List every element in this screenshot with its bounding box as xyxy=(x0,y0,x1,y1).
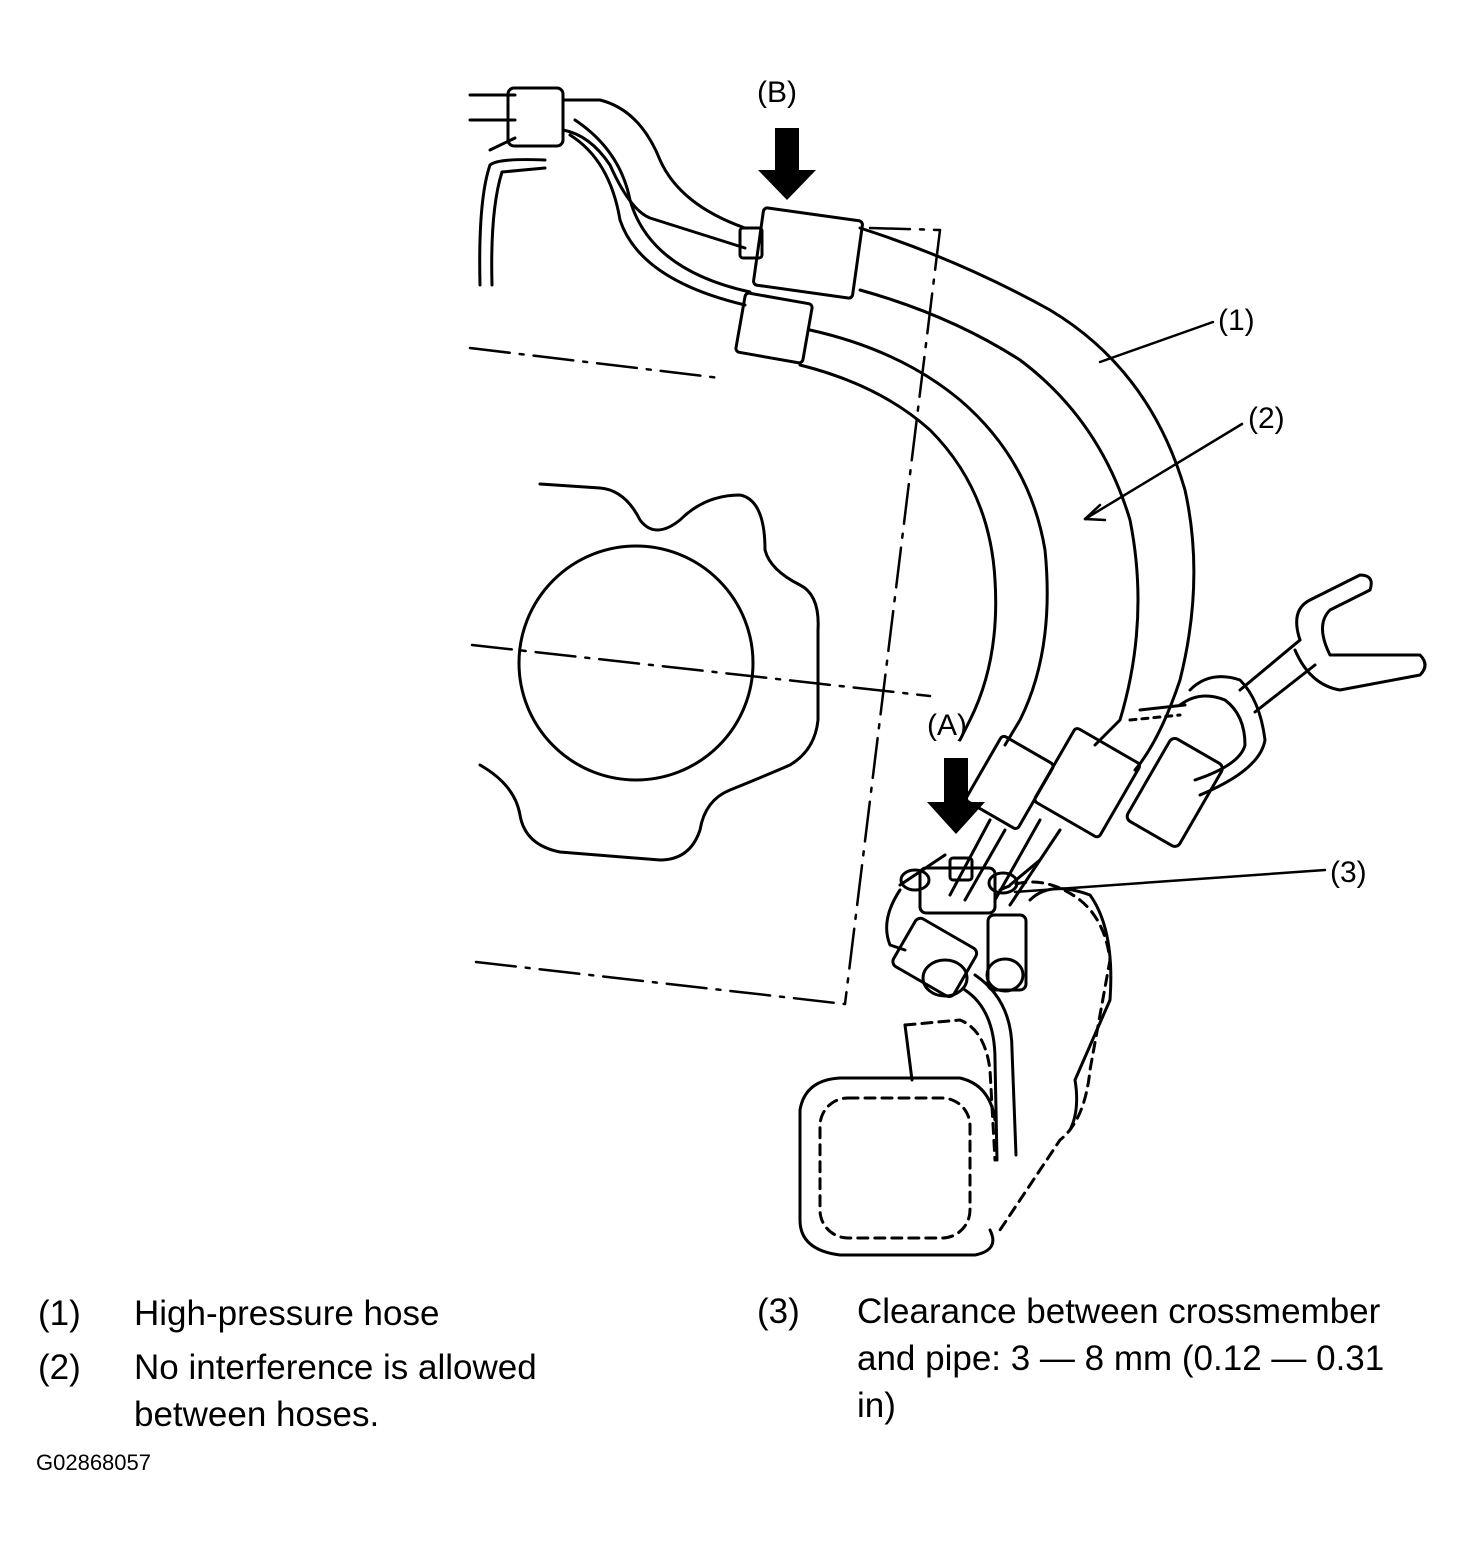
callout-2: (2) xyxy=(1248,402,1285,435)
pulley xyxy=(517,544,755,782)
crossmember xyxy=(798,880,1113,1257)
legend-text-2-line1: No interference is allowed xyxy=(134,1348,537,1387)
leader-lines xyxy=(1013,320,1327,894)
hose-fitting-upper xyxy=(752,206,864,300)
clamp-bracket xyxy=(918,866,997,915)
legend-num-3: (3) xyxy=(757,1292,800,1331)
engine-outline xyxy=(468,226,942,1006)
legend-item-3: (3) Clearance between crossmember and pi… xyxy=(757,1288,1457,1438)
pulley-bracket xyxy=(478,482,820,862)
leader-1 xyxy=(1098,320,1215,364)
legend-text-3-line3: in) xyxy=(857,1386,896,1425)
callout-3: (3) xyxy=(1330,856,1367,889)
high-pressure-hose xyxy=(561,98,1196,772)
arrow-a xyxy=(927,758,985,834)
hose-routing-diagram: (B) (A) (1) (2) (3) xyxy=(468,76,1427,1257)
hose-fitting-lower xyxy=(734,291,814,365)
callout-1: (1) xyxy=(1218,304,1255,337)
legend-text-3-line1: Clearance between crossmember xyxy=(857,1292,1381,1331)
legend-item-2: (2) No interference is allowed between h… xyxy=(38,1344,638,1444)
second-hose xyxy=(568,118,1049,747)
leader-2 xyxy=(1083,422,1244,521)
callout-a: (A) xyxy=(927,709,967,742)
legend-text-1: High-pressure hose xyxy=(134,1294,440,1333)
callout-b: (B) xyxy=(757,76,797,109)
leader-3 xyxy=(1013,868,1327,894)
upper-left-pipes xyxy=(468,86,565,287)
legend-num-1: (1) xyxy=(38,1294,81,1333)
lower-fittings xyxy=(948,727,1224,907)
legend-item-1: (1) High-pressure hose xyxy=(38,1290,638,1340)
pipe-clamp-assembly xyxy=(885,853,1042,1162)
pipe-clamp xyxy=(506,86,565,148)
legend-num-2: (2) xyxy=(38,1348,81,1387)
legend-text-2-line2: between hoses. xyxy=(134,1395,380,1434)
arrow-b xyxy=(758,128,816,200)
right-linkage xyxy=(1128,573,1427,797)
figure-code: G02868057 xyxy=(36,1450,151,1475)
legend-text-3-line2: and pipe: 3 — 8 mm (0.12 — 0.31 xyxy=(857,1339,1385,1378)
